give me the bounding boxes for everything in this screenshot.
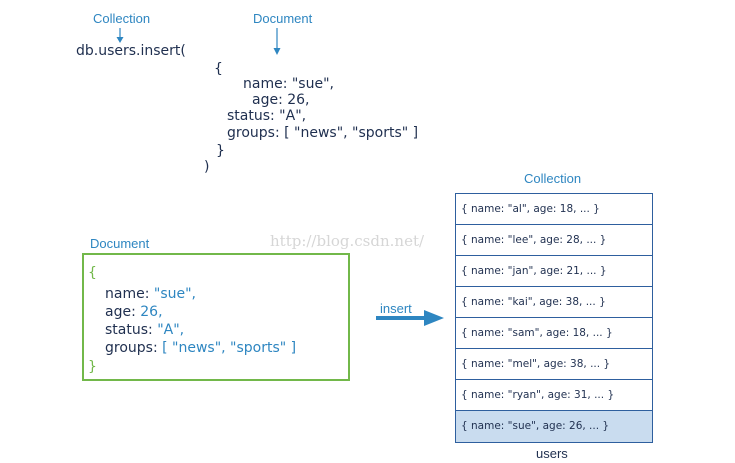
collection-row: { name: "jan", age: 21, ... } — [456, 256, 652, 287]
collection-row: { name: "al", age: 18, ... } — [456, 194, 652, 225]
doc-status-field: status: "A", — [105, 322, 184, 338]
doc-status-key: status: — [105, 322, 153, 338]
doc-groups-field: groups: [ "news", "sports" ] — [105, 340, 296, 356]
doc-close-brace: } — [88, 359, 97, 375]
collection-box: { name: "al", age: 18, ... } { name: "le… — [455, 193, 653, 443]
doc-age-key: age: — [105, 304, 136, 320]
insert-name-field: name: "sue", — [243, 76, 334, 92]
collection-box-label: Collection — [524, 171, 582, 186]
collection-row: { name: "ryan", age: 31, ... } — [456, 380, 652, 411]
insert-arrow-icon — [376, 310, 444, 326]
insert-call-code: db.users.insert( { name: "sue", age: 26,… — [0, 0, 735, 175]
doc-status-value: "A", — [157, 322, 185, 338]
document-box: { name: "sue", age: 26, status: "A", gro… — [82, 253, 350, 381]
collection-annotation-arrow — [116, 28, 124, 43]
collection-row: { name: "kai", age: 38, ... } — [456, 287, 652, 318]
doc-groups-key: groups: — [105, 340, 158, 356]
collection-row: { name: "mel", age: 38, ... } — [456, 349, 652, 380]
insert-age-field: age: 26, — [252, 92, 310, 108]
insert-arrow-label: insert — [380, 301, 412, 316]
doc-name-key: name: — [105, 286, 150, 302]
insert-call-line: db.users.insert( — [76, 43, 186, 59]
collection-row: { name: "lee", age: 28, ... } — [456, 225, 652, 256]
doc-name-value: "sue", — [153, 286, 196, 302]
doc-open-brace: { — [88, 265, 97, 281]
insert-close-brace: } — [216, 143, 225, 159]
collection-row-inserted: { name: "sue", age: 26, ... } — [456, 411, 652, 442]
collection-row: { name: "sam", age: 18, ... } — [456, 318, 652, 349]
insert-status-field: status: "A", — [227, 108, 307, 124]
document-box-label: Document — [90, 236, 150, 251]
doc-age-field: age: 26, — [105, 304, 163, 320]
collection-annotation-label: Collection — [93, 11, 151, 26]
doc-age-value: 26, — [140, 304, 163, 320]
doc-groups-value: [ "news", "sports" ] — [162, 340, 297, 356]
collection-name-caption: users — [536, 446, 568, 461]
insert-groups-field: groups: [ "news", "sports" ] — [227, 125, 419, 141]
insert-close-paren: ) — [204, 159, 210, 175]
document-annotation-label: Document — [253, 11, 313, 26]
insert-open-brace: { — [214, 61, 223, 77]
doc-name-field: name: "sue", — [105, 286, 196, 302]
document-annotation-arrow — [273, 28, 281, 55]
watermark-text: http://blog.csdn.net/ — [270, 232, 425, 250]
